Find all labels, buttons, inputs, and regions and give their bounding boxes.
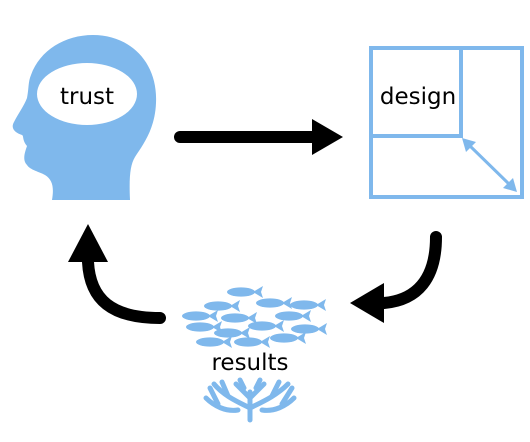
arrow-design-to-results (350, 231, 442, 323)
results-node: results (182, 286, 327, 423)
results-label: results (211, 350, 288, 376)
arrow-trust-to-design (174, 119, 343, 155)
trust-node: trust (12, 35, 157, 200)
trust-label: trust (60, 84, 114, 110)
resize-arrow-icon (462, 138, 517, 192)
coral-icon (203, 377, 297, 423)
arrow-results-to-trust (68, 224, 166, 324)
design-frame-inner (369, 46, 463, 138)
fish-school-icon (182, 286, 327, 348)
head-bubble (37, 63, 137, 125)
design-label: design (380, 84, 456, 110)
design-node: design (369, 46, 524, 199)
